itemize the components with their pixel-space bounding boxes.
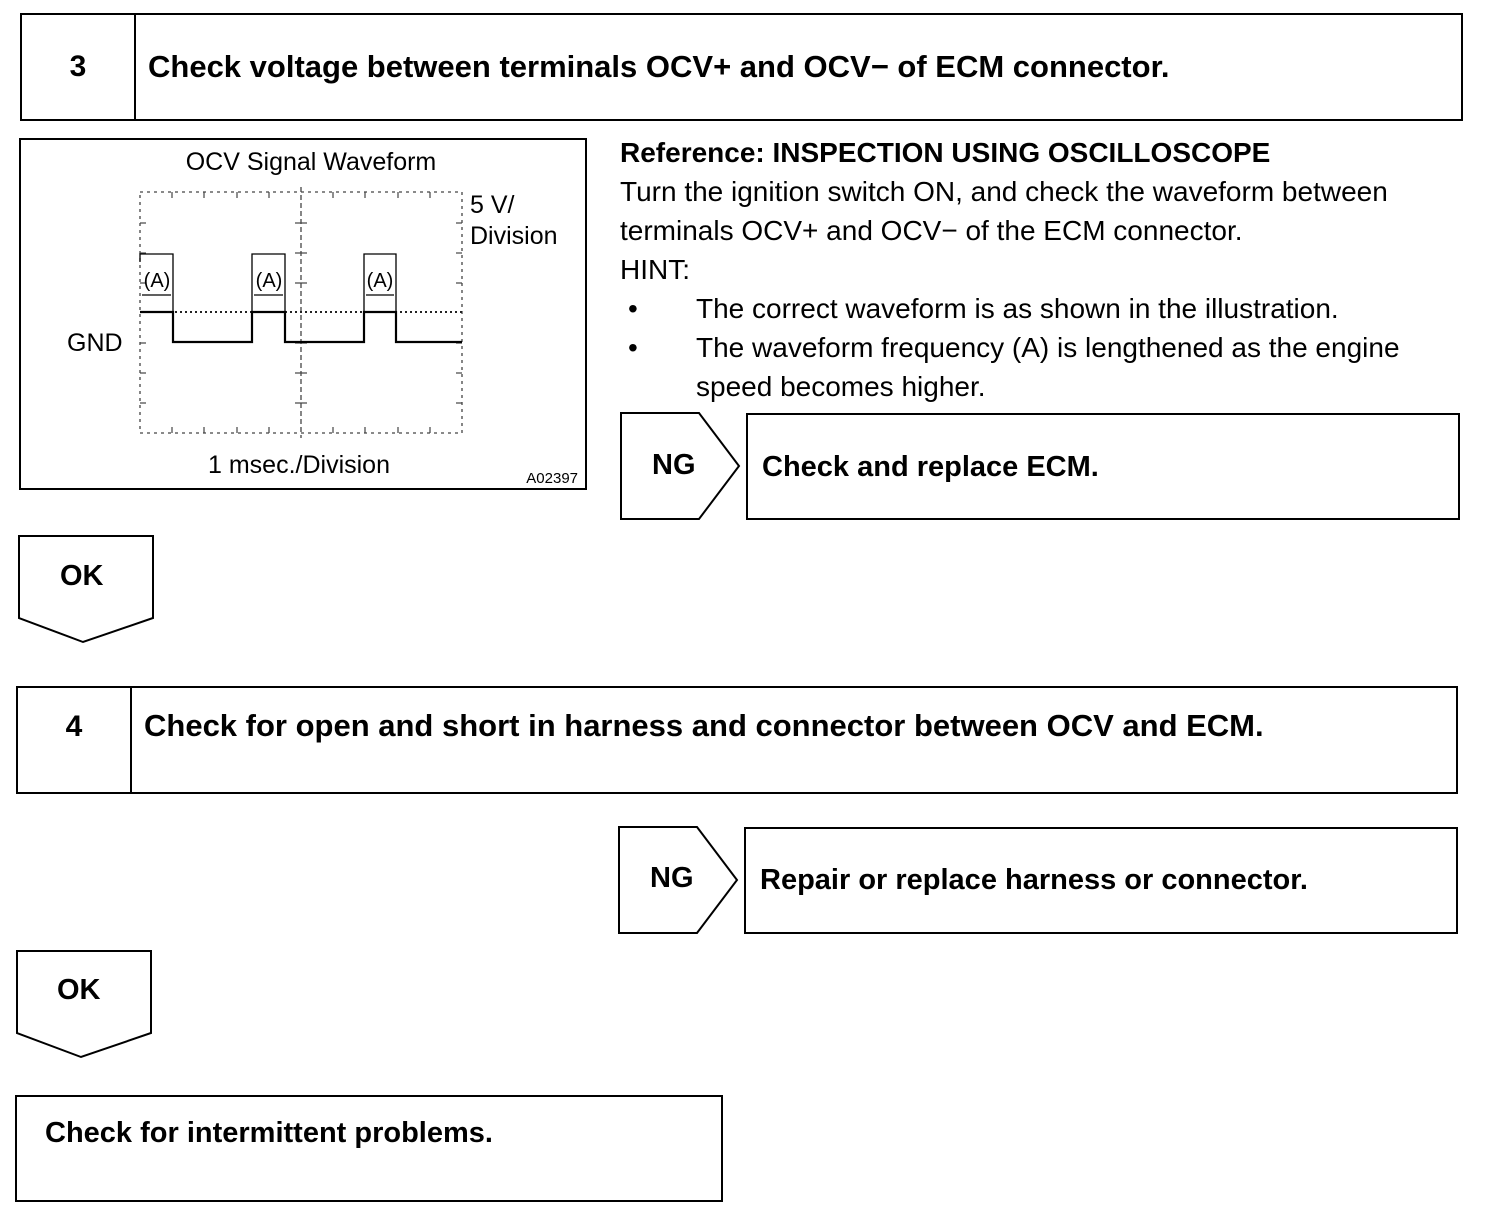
ng-arrow-2 (618, 826, 739, 934)
pulse-label-1: (A) (144, 270, 171, 292)
bullet-glyph-2: • (628, 332, 638, 363)
final-action-text: Check for intermittent problems. (45, 1117, 493, 1149)
reference-heading: Reference: INSPECTION USING OSCILLOSCOPE (620, 137, 1271, 168)
figure-id: A02397 (526, 470, 578, 487)
hint-bullet-2-line-1: The waveform frequency (A) is lengthened… (696, 332, 1400, 363)
pulse-label-2: (A) (256, 270, 283, 292)
hint-bullet-2-line-2: speed becomes higher. (696, 371, 986, 402)
pulse-marker-1: (A) (139, 253, 174, 312)
ng-label-2: NG (650, 862, 694, 894)
ok-label-1: OK (60, 560, 104, 592)
reference-block: Reference: INSPECTION USING OSCILLOSCOPE… (620, 133, 1480, 406)
waveform-svg: OCV Signal Waveform 5 V/ Division GND 1 … (67, 148, 578, 487)
step-3-number: 3 (22, 15, 136, 119)
ng-action-text-1: Check and replace ECM. (762, 451, 1099, 483)
pulse-label-3: (A) (367, 270, 394, 292)
pulse-marker-3: (A) (363, 253, 397, 312)
ng-action-box-2: Repair or replace harness or connector. (744, 827, 1458, 934)
hint-bullet-1: • The correct waveform is as shown in th… (620, 289, 1480, 328)
reference-line-1: Turn the ignition switch ON, and check t… (620, 176, 1388, 207)
volt-scale-line2: Division (470, 222, 558, 250)
ng-action-text-2: Repair or replace harness or connector. (760, 864, 1308, 896)
ok-label-2: OK (57, 974, 101, 1006)
hint-label: HINT: (620, 254, 690, 285)
pulse-marker-2: (A) (251, 253, 286, 312)
waveform-figure: OCV Signal Waveform 5 V/ Division GND 1 … (19, 138, 587, 490)
ok-arrow-1 (18, 535, 154, 644)
hint-bullet-2: • The waveform frequency (A) is lengthen… (620, 328, 1480, 406)
step-3-title: Check voltage between terminals OCV+ and… (148, 49, 1170, 84)
time-scale-label: 1 msec./Division (208, 451, 390, 479)
hint-bullet-1-text: The correct waveform is as shown in the … (696, 293, 1339, 324)
graticule-ticks (140, 192, 462, 433)
step-3-header: 3 Check voltage between terminals OCV+ a… (20, 13, 1463, 121)
ng-arrow-1 (620, 412, 741, 520)
step-4-title: Check for open and short in harness and … (144, 708, 1264, 743)
volt-scale-line1: 5 V/ (470, 191, 515, 219)
ng-label-1: NG (652, 449, 696, 481)
bullet-glyph-1: • (628, 293, 638, 324)
waveform-trace (140, 310, 462, 344)
reference-line-2: terminals OCV+ and OCV− of the ECM conne… (620, 215, 1243, 246)
step-4-header: 4 Check for open and short in harness an… (16, 686, 1458, 794)
final-action-box: Check for intermittent problems. (15, 1095, 723, 1202)
ng-action-box-1: Check and replace ECM. (746, 413, 1460, 520)
step-4-number: 4 (18, 688, 132, 792)
ok-arrow-2 (16, 950, 152, 1059)
step-4-number-text: 4 (65, 710, 83, 743)
figure-title: OCV Signal Waveform (186, 148, 437, 176)
gnd-label: GND (67, 329, 123, 357)
step-3-number-text: 3 (69, 50, 87, 83)
